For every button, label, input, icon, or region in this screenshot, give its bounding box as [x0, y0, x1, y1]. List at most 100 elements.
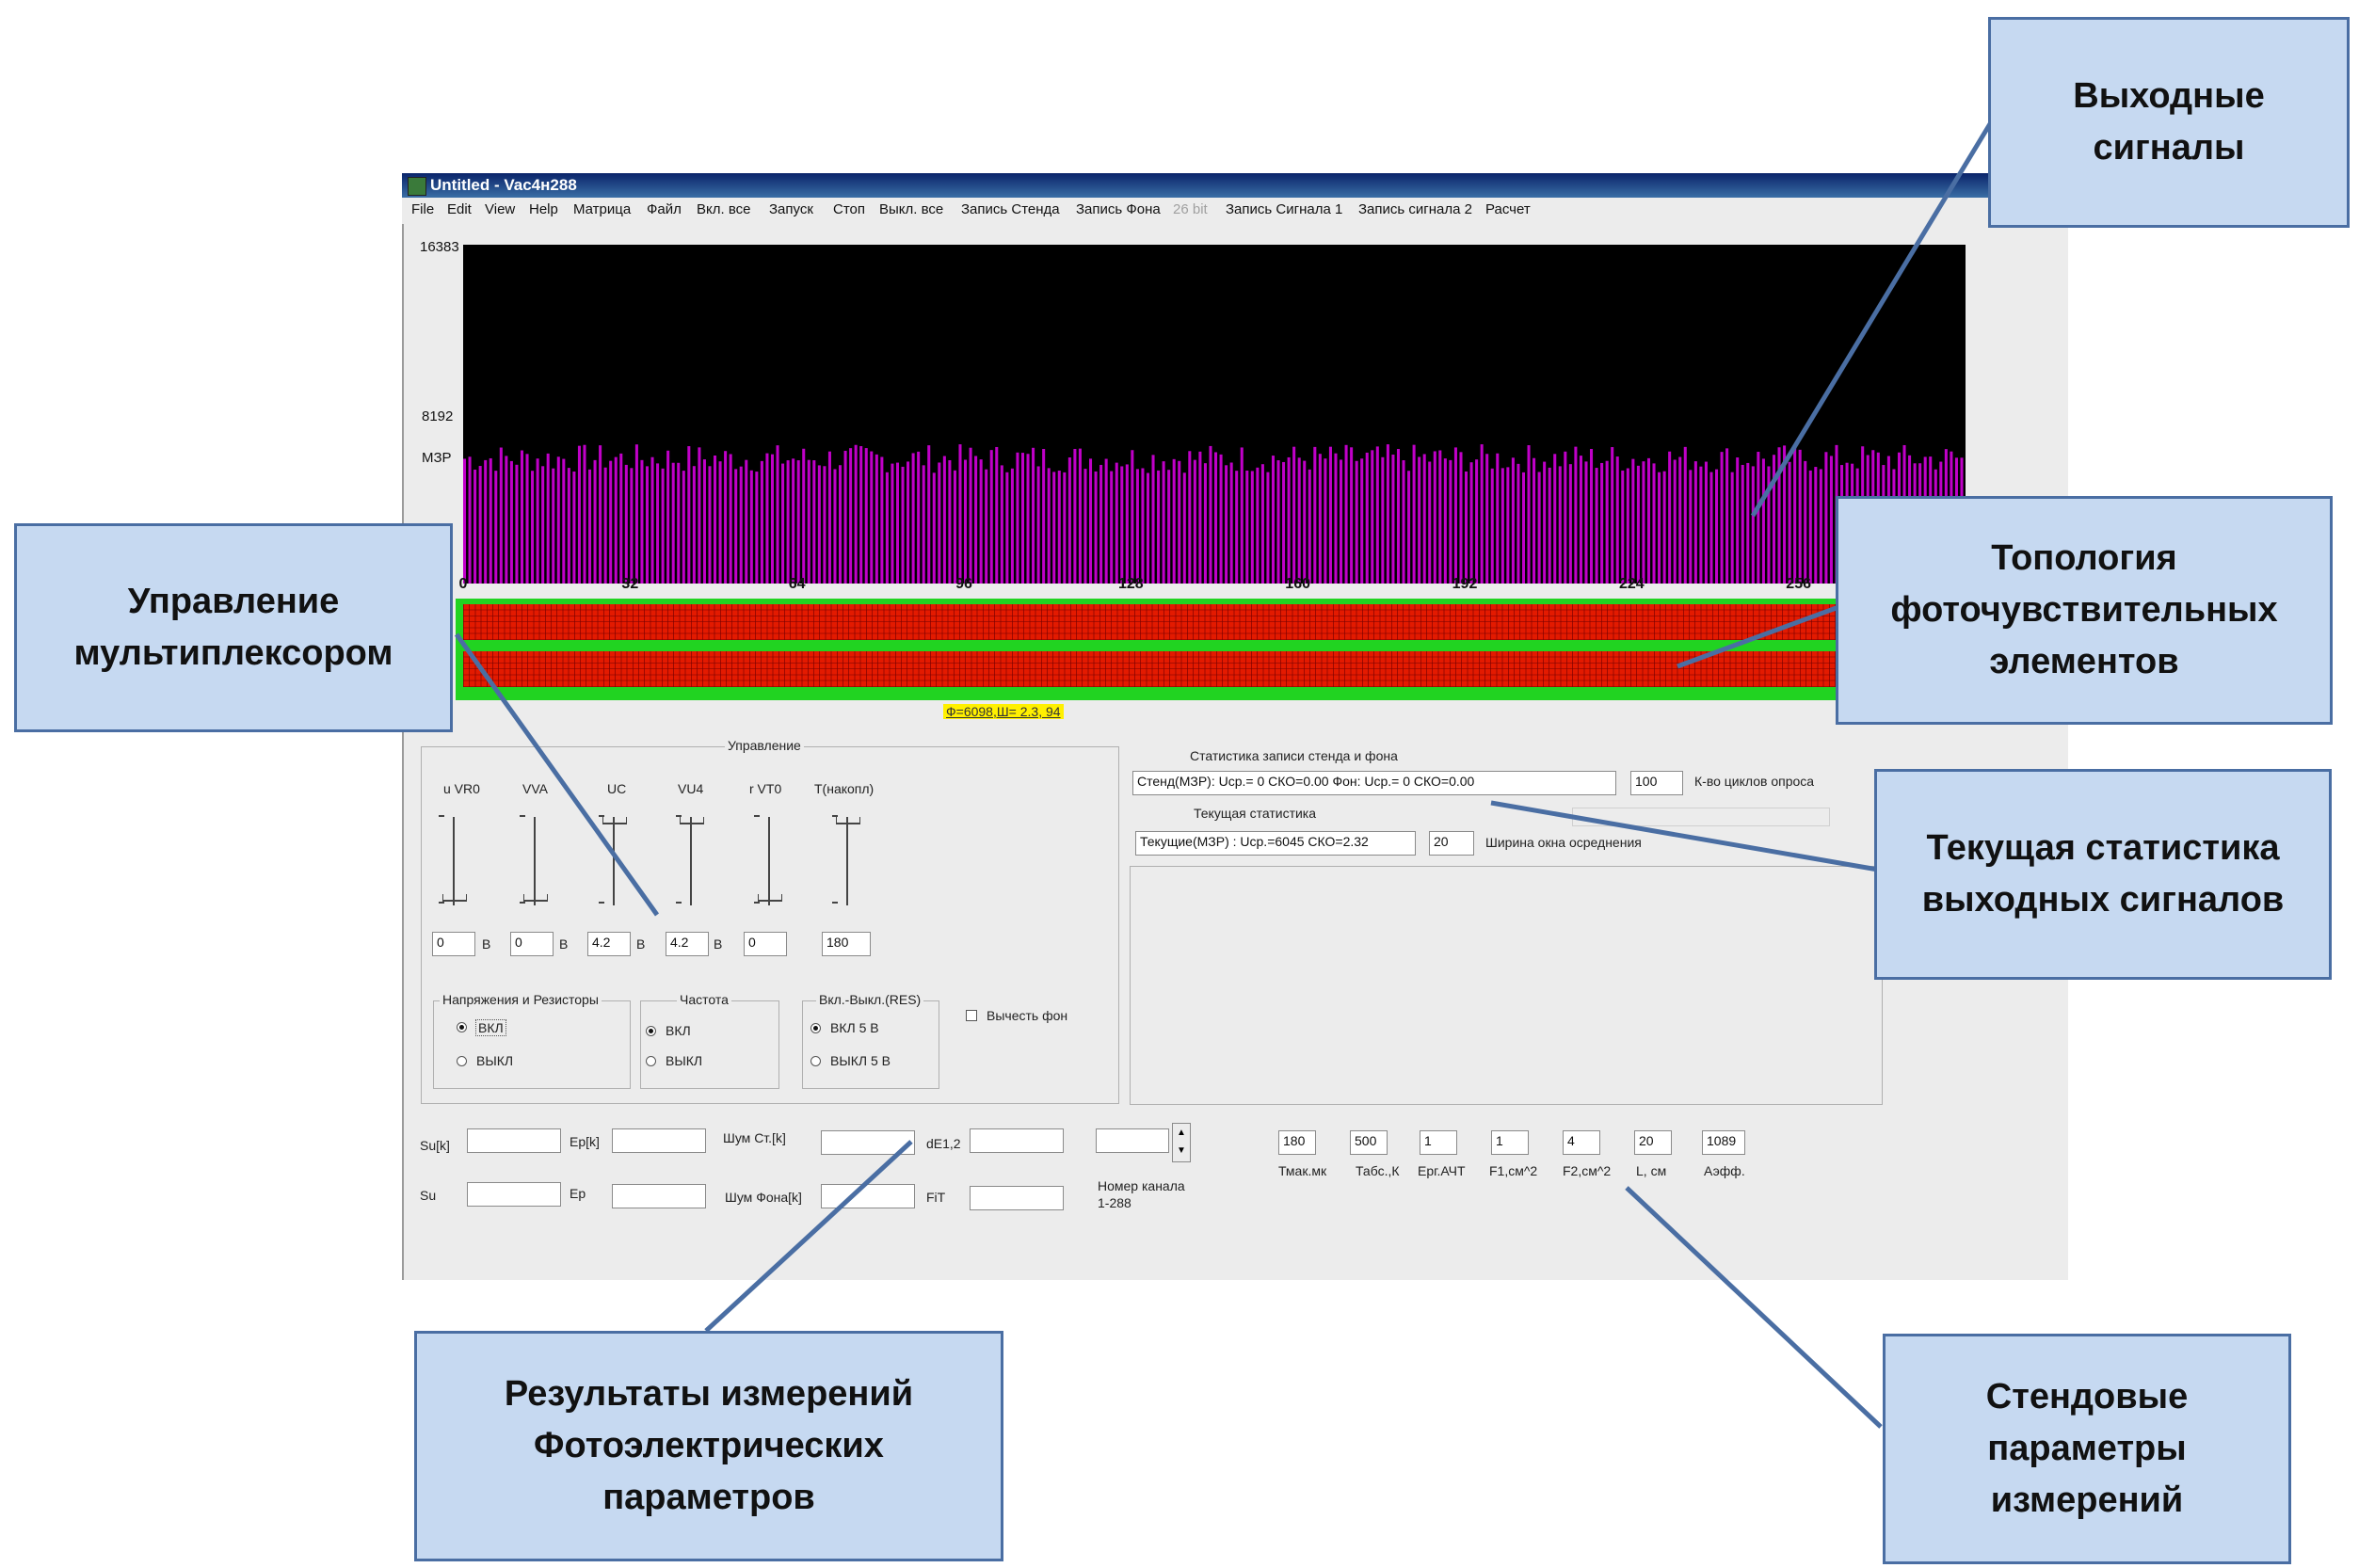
voltages-on-label[interactable]: ВКЛ	[475, 1019, 506, 1036]
menu-stop[interactable]: Стоп	[833, 201, 865, 217]
signal-bar	[634, 444, 638, 584]
signal-bar	[718, 461, 722, 584]
slider-uvr0[interactable]	[435, 811, 473, 915]
bench-f2-label: F2,см^2	[1563, 1163, 1612, 1178]
menu-view[interactable]: View	[485, 201, 516, 217]
signal-bar	[1412, 444, 1416, 584]
signal-bar	[1094, 471, 1098, 584]
signal-bar	[1271, 456, 1276, 584]
signal-bar	[1564, 451, 1567, 584]
app-icon	[408, 177, 426, 196]
signal-bar	[1548, 467, 1551, 584]
cycles-field[interactable]: 100	[1630, 771, 1683, 795]
slider-thumb[interactable]	[523, 894, 548, 902]
signal-bar	[812, 460, 816, 584]
signal-bar	[556, 456, 560, 584]
vva-value[interactable]: 0	[510, 932, 554, 956]
signal-bar	[473, 469, 477, 584]
signal-bar	[531, 471, 535, 584]
signal-bar	[1615, 456, 1619, 584]
bench-f1-field[interactable]: 1	[1491, 1130, 1529, 1155]
bench-aeff-field[interactable]: 1089	[1702, 1130, 1745, 1155]
signal-bar	[1334, 453, 1338, 584]
res-off-radio[interactable]	[810, 1056, 821, 1066]
callout-line: элементов	[1989, 642, 2179, 682]
bench-l-field[interactable]: 20	[1634, 1130, 1672, 1155]
res-on-label[interactable]: ВКЛ 5 В	[830, 1020, 879, 1035]
signal-bar	[1537, 472, 1541, 584]
bench-tmax-field[interactable]: 180	[1278, 1130, 1316, 1155]
signal-bar	[509, 460, 513, 584]
vu4-value[interactable]: 4.2	[666, 932, 709, 956]
signal-bar	[552, 468, 555, 584]
signal-bar	[1131, 450, 1134, 584]
channel-label-2: 1-288	[1098, 1195, 1131, 1210]
slider-t[interactable]	[828, 811, 866, 915]
menu-record-bg[interactable]: Запись Фона	[1076, 201, 1161, 217]
signal-bar	[619, 453, 623, 584]
slider-uc[interactable]	[595, 811, 633, 915]
ep-field	[612, 1184, 706, 1208]
menu-help[interactable]: Help	[529, 201, 558, 217]
menu-matrix[interactable]: Матрица	[573, 201, 632, 217]
menu-record-signal-2[interactable]: Запись сигнала 2	[1358, 201, 1472, 217]
menu-all-on[interactable]: Вкл. все	[697, 201, 751, 217]
menu-all-off[interactable]: Выкл. все	[879, 201, 944, 217]
signal-bar	[1057, 471, 1061, 584]
slider-thumb[interactable]	[758, 894, 782, 902]
noise-st-label: Шум Ст.[k]	[723, 1130, 786, 1145]
signal-bar	[765, 453, 769, 584]
unit-label: В	[559, 936, 569, 952]
slider-thumb[interactable]	[836, 817, 860, 824]
frequency-off-radio[interactable]	[646, 1056, 656, 1066]
bench-erg-field[interactable]: 1	[1420, 1130, 1457, 1155]
avg-window-field[interactable]: 20	[1429, 831, 1474, 856]
rvt0-value[interactable]: 0	[744, 932, 787, 956]
signal-bar	[583, 444, 586, 584]
signal-bar	[468, 456, 472, 584]
slider-vu4[interactable]	[672, 811, 710, 915]
signal-bar	[1652, 463, 1656, 584]
subtract-bg-checkbox[interactable]	[966, 1010, 977, 1021]
signal-bar	[1141, 468, 1145, 584]
signal-bar	[901, 466, 905, 584]
bench-tabs-label: Табс.,К	[1356, 1163, 1400, 1178]
fit-label: FiT	[926, 1190, 946, 1205]
menu-calc[interactable]: Расчет	[1485, 201, 1531, 217]
uc-value[interactable]: 4.2	[587, 932, 631, 956]
channel-spinner[interactable]: ▲▼	[1172, 1123, 1191, 1162]
res-off-label[interactable]: ВЫКЛ 5 В	[830, 1053, 891, 1068]
signal-bar	[1225, 465, 1228, 584]
voltages-on-radio[interactable]	[457, 1022, 467, 1032]
res-on-radio[interactable]	[810, 1023, 821, 1033]
slider-vva[interactable]	[516, 811, 554, 915]
menu-file[interactable]: File	[411, 201, 435, 217]
menu-edit[interactable]: Edit	[447, 201, 472, 217]
menu-record-signal-1[interactable]: Запись Сигнала 1	[1226, 201, 1343, 217]
x-tick-label: 224	[1618, 576, 1645, 592]
slider-rvt0[interactable]	[750, 811, 788, 915]
voltages-off-label[interactable]: ВЫКЛ	[476, 1053, 514, 1068]
signal-bar	[1418, 456, 1421, 584]
frequency-off-label[interactable]: ВЫКЛ	[666, 1053, 703, 1068]
slider-thumb[interactable]	[442, 894, 467, 902]
bench-tabs-field[interactable]: 500	[1350, 1130, 1388, 1155]
signal-bar	[854, 444, 858, 584]
frequency-on-radio[interactable]	[646, 1026, 656, 1036]
slider-thumb[interactable]	[602, 817, 627, 824]
t-accum-value[interactable]: 180	[822, 932, 871, 956]
uvr0-value[interactable]: 0	[432, 932, 475, 956]
menu-start[interactable]: Запуск	[769, 201, 813, 217]
frequency-on-label[interactable]: ВКЛ	[666, 1023, 691, 1038]
signal-bar	[567, 468, 570, 584]
subtract-bg-label[interactable]: Вычесть фон	[987, 1008, 1068, 1023]
slider-thumb[interactable]	[680, 817, 704, 824]
voltages-off-radio[interactable]	[457, 1056, 467, 1066]
menu-record-bench[interactable]: Запись Стенда	[961, 201, 1060, 217]
menu-file-ru[interactable]: Файл	[647, 201, 682, 217]
bench-f2-field[interactable]: 4	[1563, 1130, 1600, 1155]
signal-bar	[932, 472, 936, 584]
signal-bar	[1808, 470, 1812, 584]
channel-field[interactable]	[1096, 1128, 1169, 1153]
